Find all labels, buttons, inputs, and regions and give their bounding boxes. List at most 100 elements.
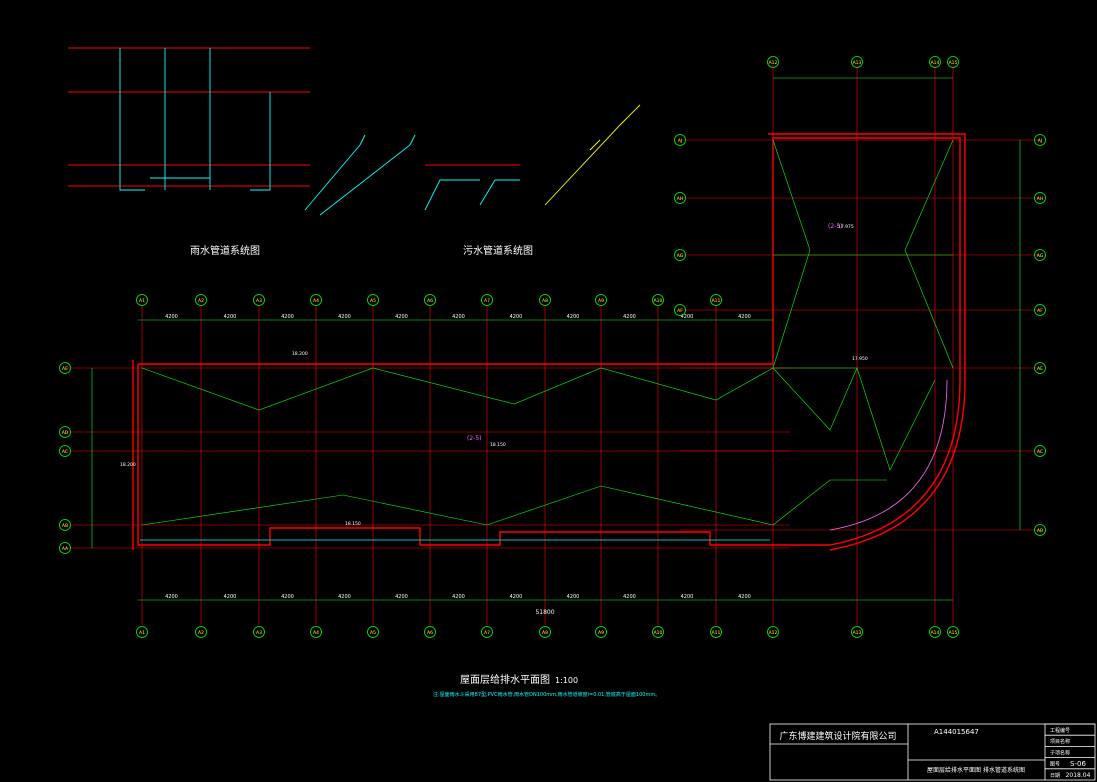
- axis-bubble-left-label: AC: [62, 449, 68, 455]
- axis-bubble-top-label: A6: [427, 298, 433, 304]
- axis-bubble-inner-right: [674, 304, 686, 316]
- sewage-diagram-title: 污水管道系统图: [463, 244, 533, 257]
- span-dim-bottom: 4200: [224, 594, 237, 600]
- axis-bubble-top: [539, 294, 551, 306]
- axis-bubble-right-label: AC: [1037, 449, 1043, 455]
- elevation-mark: 18.200: [292, 351, 308, 357]
- span-dim-top: 4200: [738, 314, 751, 320]
- axis-bubble-bottom: [652, 626, 664, 638]
- span-dim-top: 4200: [567, 314, 580, 320]
- room-label-right: (2-5): [828, 223, 842, 230]
- axis-bubble-inner-right-label: AH: [677, 196, 683, 202]
- axis-bubble-bottom: [595, 626, 607, 638]
- room-label-left: (2-5): [467, 435, 481, 442]
- axis-bubble-top-right: [947, 56, 959, 68]
- axis-bubble-left-label: AE: [62, 366, 68, 372]
- axis-bubble-right: [1034, 524, 1046, 536]
- axis-bubble-right-label: AG: [1037, 253, 1044, 259]
- rain-diagram-title: 雨水管道系统图: [190, 244, 260, 257]
- axis-bubble-top-label: A8: [542, 298, 548, 304]
- ridge-right-b: [904, 139, 954, 369]
- axis-grid-lines: [65, 65, 1040, 625]
- building-walls: [132, 133, 966, 551]
- span-dim-bottom: 4200: [338, 594, 351, 600]
- axis-bubble-top: [652, 294, 664, 306]
- axis-bubble-inner-right: [674, 192, 686, 204]
- span-dim-bottom: 4200: [623, 594, 636, 600]
- span-dim-top: 4200: [165, 314, 178, 320]
- axis-bubble-bottom: [481, 626, 493, 638]
- axis-bubble-bottom: [424, 626, 436, 638]
- span-dim-bottom: 4200: [738, 594, 751, 600]
- axis-bubble-bottom-label: A10: [654, 630, 663, 636]
- sewage-diagram-a: [424, 179, 520, 211]
- axis-bubble-top: [310, 294, 322, 306]
- axis-bubble-right: [1034, 134, 1046, 146]
- cert-number: A144015647: [934, 728, 979, 736]
- axis-bubble-top: [424, 294, 436, 306]
- axis-bubble-bottom: [310, 626, 322, 638]
- plan-note: 注:屋面雨水斗采用87型,PVC雨水管,雨水管DN100mm,雨水管道坡度i=0…: [433, 691, 660, 698]
- axis-bubble-right-label: AJ: [1038, 138, 1042, 144]
- axis-bubble-bottom-label: A3: [256, 630, 262, 636]
- ridge-top: [141, 367, 774, 411]
- axis-bubble-right: [1034, 192, 1046, 204]
- titleblock-row-label: 子项名称: [1050, 749, 1070, 756]
- axis-bubble-bottom: [136, 626, 148, 638]
- axis-bubble-top-right: [851, 56, 863, 68]
- axis-bubble-right: [1034, 362, 1046, 374]
- axis-bubble-bottom: [367, 626, 379, 638]
- axis-bubble-top: [367, 294, 379, 306]
- axis-bubble-top-label: A2: [198, 298, 204, 304]
- axis-bubble-right: [1034, 249, 1046, 261]
- axis-bubble-top-right-label: A12: [769, 60, 778, 66]
- axis-bubble-bottom: [767, 626, 779, 638]
- elevation-mark: 18.200: [120, 462, 136, 468]
- axis-bubble-right-label: AH: [1037, 196, 1043, 202]
- span-dim-top: 4200: [510, 314, 523, 320]
- axis-bubble-bottom: [851, 626, 863, 638]
- outer-wall-bottom: [137, 364, 773, 546]
- span-dim-top: 4200: [681, 314, 694, 320]
- span-dim-bottom: 4200: [567, 594, 580, 600]
- axis-bubble-bottom-label: A9: [598, 630, 604, 636]
- sewage-diagram-b: [544, 104, 641, 206]
- span-dim-bottom: 4200: [452, 594, 465, 600]
- axis-bubble-bottom-label: A15: [949, 630, 958, 636]
- axis-bubble-top-label: A5: [370, 298, 376, 304]
- axis-bubble-top-label: A10: [654, 298, 663, 304]
- axis-bubble-top-right-label: A14: [931, 60, 940, 66]
- axis-bubble-right-label: AB: [1037, 528, 1043, 534]
- titleblock-row-label: 工程编号: [1050, 727, 1070, 734]
- company-name: 广东博建建筑设计院有限公司: [779, 730, 896, 742]
- titleblock-row-label: 项目名称: [1050, 738, 1070, 745]
- axis-bubble-right: [1034, 445, 1046, 457]
- axis-bubble-bottom-label: A13: [853, 630, 862, 636]
- span-dim-top: 4200: [338, 314, 351, 320]
- axis-bubble-top-right-label: A13: [853, 60, 862, 66]
- axis-bubble-top-label: A3: [256, 298, 262, 304]
- span-dim-bottom: 4200: [281, 594, 294, 600]
- axis-bubble-bottom-label: A11: [712, 630, 721, 636]
- axis-bubble-bottom: [253, 626, 265, 638]
- span-dim-top: 4200: [623, 314, 636, 320]
- elevation-mark: 17.950: [852, 356, 868, 362]
- axis-bubble-top: [481, 294, 493, 306]
- roof-slope-lines: [141, 139, 954, 526]
- axis-bubble-top: [136, 294, 148, 306]
- axis-bubble-top-label: A4: [313, 298, 319, 304]
- span-dim-bottom: 4200: [395, 594, 408, 600]
- outer-wall: [138, 137, 961, 546]
- plan-title: 屋面层给排水平面图: [460, 673, 550, 686]
- axis-bubble-inner-right-label: AF: [677, 308, 683, 314]
- axis-bubble-bottom-label: A6: [427, 630, 433, 636]
- rain-diagram-levels: [68, 47, 310, 187]
- dimension-lines: 4200 4200 4200 4200 4200 4200 4200 4200 4200 4200…: [91, 77, 1021, 601]
- span-dim-top: 4200: [224, 314, 237, 320]
- axis-bubble-bottom-label: A7: [484, 630, 490, 636]
- rain-diagram-risers: [119, 48, 271, 191]
- axis-bubble-bottom-label: A8: [542, 630, 548, 636]
- axis-bubble-top-right: [929, 56, 941, 68]
